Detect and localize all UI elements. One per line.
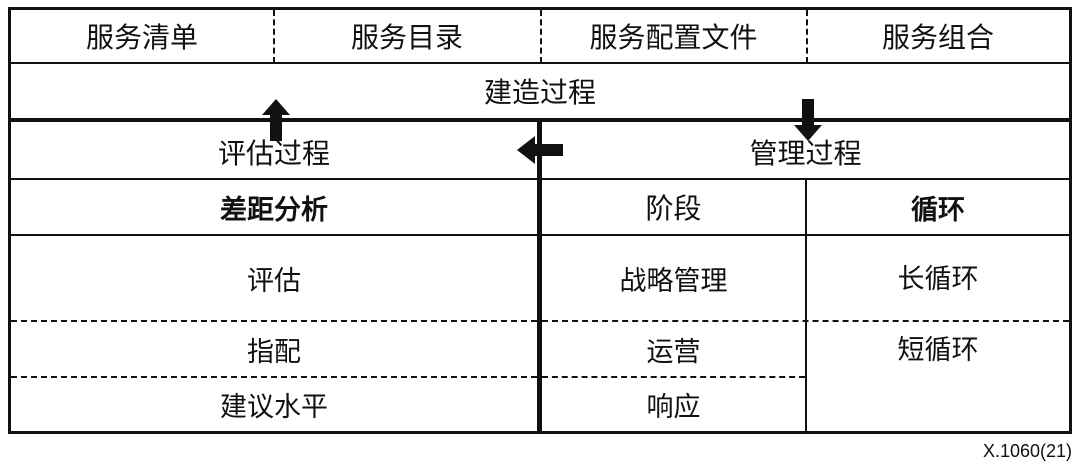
divider [540,10,542,63]
gap-analysis-header: 差距分析 [220,194,328,226]
evaluation-item: 建议水平 [220,392,328,423]
divider [8,62,1072,64]
management-process-title: 管理过程 [749,136,862,170]
stage-item: 运营 [646,336,701,368]
divider [806,10,808,63]
build-process-label: 建造过程 [483,76,596,109]
divider [805,180,807,434]
divider [11,320,537,322]
service-list-label: 服务清单 [85,21,198,54]
divider [8,178,1072,180]
evaluation-process-title: 评估过程 [217,136,330,170]
divider [273,10,275,63]
divider [537,120,542,434]
stage-item: 响应 [646,392,701,423]
service-catalog-label: 服务目录 [350,21,463,54]
arrow-left-icon [517,136,563,164]
figure-id: X.1060(21) [982,441,1072,461]
divider [8,234,1072,236]
service-portfolio-label: 服务组合 [881,21,994,54]
stage-item: 战略管理 [619,265,728,297]
stage-header: 阶段 [645,192,702,225]
evaluation-item: 评估 [247,265,301,297]
cycle-item: 短循环 [897,334,979,366]
cycle-header: 循环 [911,194,965,226]
divider [11,376,537,378]
arrow-up-icon [262,99,290,141]
cycle-item: 长循环 [897,263,979,295]
evaluation-item: 指配 [247,336,301,368]
divider [542,320,1069,322]
arrow-down-icon [794,99,822,141]
service-profile-label: 服务配置文件 [589,21,758,54]
divider [542,376,805,378]
